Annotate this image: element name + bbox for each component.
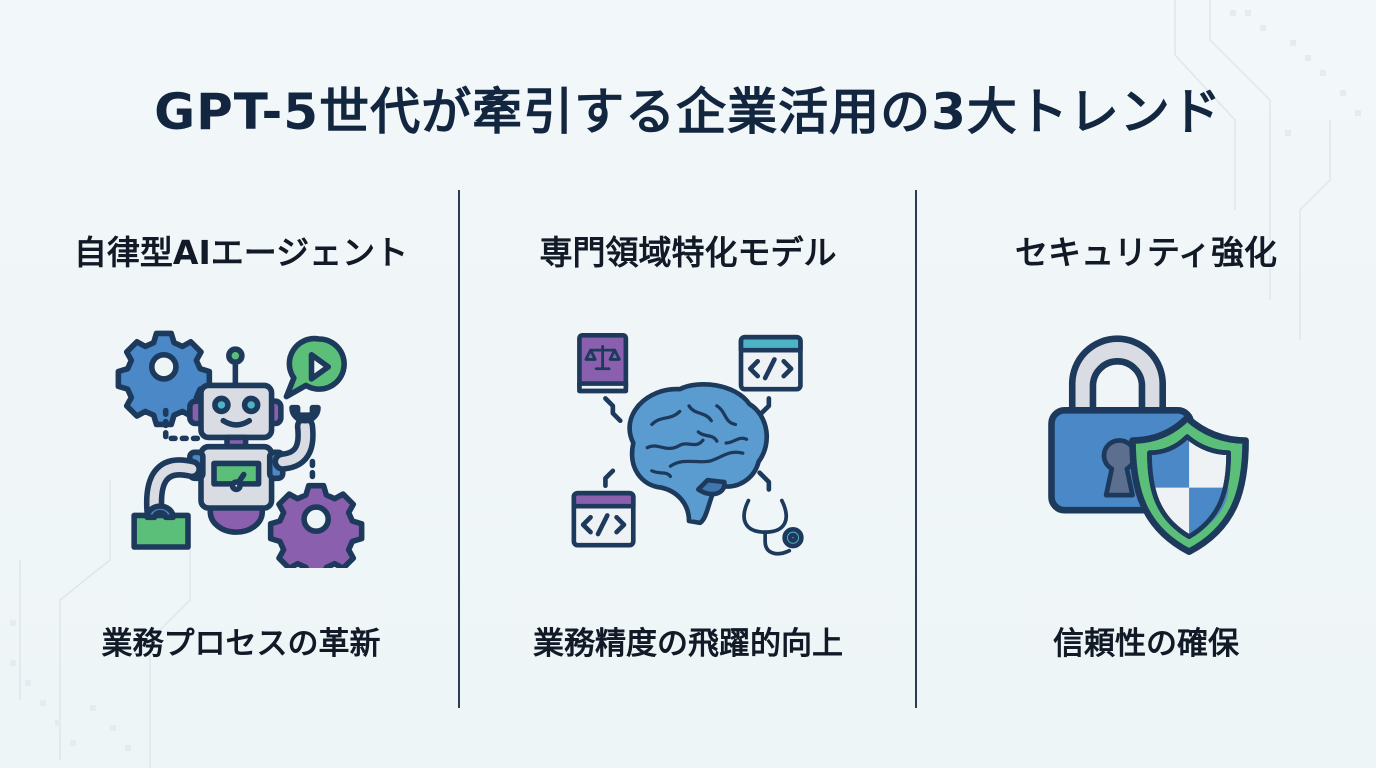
column-divider <box>915 190 917 708</box>
trend-caption: 業務プロセスの革新 <box>101 626 381 662</box>
trend-heading: セキュリティ強化 <box>1014 233 1278 272</box>
trend-caption: 業務精度の飛躍的向上 <box>533 626 843 662</box>
trend-column-security: セキュリティ強化 信頼性の確保 <box>917 0 1375 768</box>
lock-shield-icon <box>1048 335 1249 555</box>
brain-icon <box>571 332 804 556</box>
column-divider <box>458 190 460 708</box>
trend-column-autonomous-agents: 自律型AIエージェント <box>0 0 458 768</box>
trend-heading: 自律型AIエージェント <box>73 233 409 272</box>
page-title: GPT-5世代が牽引する企業活用の3大トレンド <box>154 83 1222 141</box>
trend-column-domain-models: 専門領域特化モデル <box>459 0 917 768</box>
trend-caption: 信頼性の確保 <box>1053 626 1239 662</box>
trend-heading: 専門領域特化モデル <box>539 233 837 272</box>
robot-icon <box>115 330 365 568</box>
